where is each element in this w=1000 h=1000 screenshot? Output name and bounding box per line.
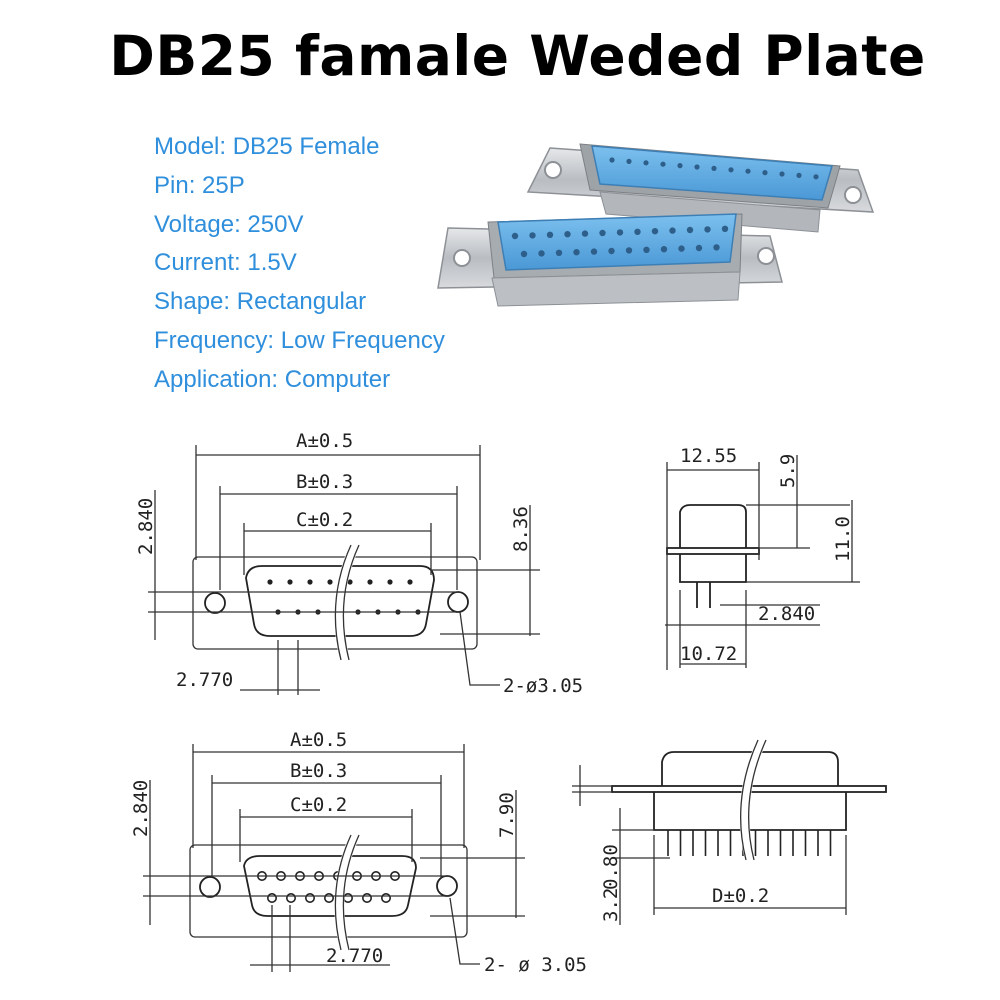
dim-width-label: 12.55	[680, 445, 737, 467]
dim-c-label-2: C±0.2	[290, 794, 347, 816]
dim-a-label-2: A±0.5	[290, 729, 347, 751]
dim-pin-label: 2.840	[758, 603, 815, 625]
pin-dot	[367, 579, 373, 585]
pin-hole	[634, 228, 641, 235]
pin-hole	[581, 230, 589, 237]
dim-depth-label-2: 7.90	[496, 792, 518, 838]
spec-list: Model: DB25 Female Pin: 25P Voltage: 250…	[154, 128, 445, 400]
dim-height-label-2: 2.840	[130, 780, 152, 837]
pin-dot	[407, 579, 413, 585]
pin-hole	[686, 226, 694, 234]
pin-hole	[626, 158, 632, 164]
pin-hole	[711, 165, 717, 171]
dim-pitch-label-2: 2.770	[326, 945, 383, 967]
pin-ring	[342, 892, 353, 903]
dim-thick-label: 0.80	[600, 844, 622, 890]
spec-current: Current: 1.5V	[154, 249, 297, 277]
side-view-drawing-1: 12.55 5.9 11.0 2.840 10.72	[665, 445, 860, 670]
pin-hole	[529, 232, 536, 239]
pin-ring	[380, 892, 391, 903]
pin-hole	[813, 174, 819, 180]
dim-a-label: A±0.5	[296, 430, 353, 452]
pin-dot	[387, 579, 393, 585]
front-view-drawing-2: A±0.5 B±0.3 C±0.2 2.840 7.90 2.770 2- ø …	[130, 729, 587, 976]
pin-hole	[704, 226, 711, 233]
side-view-drawing-2: 0.80 3.2 D±0.2	[572, 737, 887, 925]
dim-base-label: 10.72	[680, 643, 737, 665]
pin-dot	[287, 579, 293, 585]
dim-d-label: D±0.2	[712, 885, 769, 907]
dim-hole-label-2: 2- ø 3.05	[484, 954, 587, 976]
pin-hole	[599, 229, 606, 237]
pin-hole	[669, 227, 676, 234]
pin-hole	[660, 246, 668, 253]
pin-hole	[695, 244, 703, 252]
spec-model: Model: DB25 Female	[154, 133, 380, 160]
pin-hole	[625, 247, 633, 254]
dim-b-label-2: B±0.3	[290, 760, 347, 782]
pin-hole	[643, 160, 649, 166]
pin-hole	[721, 225, 729, 232]
pin-hole	[643, 246, 650, 253]
pin-hole	[609, 157, 615, 163]
pin-hole	[677, 163, 683, 169]
pin-ring	[304, 892, 315, 903]
pin-hole	[511, 232, 519, 240]
pin-hole	[762, 170, 768, 176]
connector-photo	[437, 143, 875, 307]
pin-hole	[745, 168, 751, 174]
pin-hole	[616, 229, 624, 236]
pin-dot	[307, 579, 313, 585]
pin-hole	[564, 231, 571, 238]
connector-back	[526, 143, 875, 233]
pin-hole	[678, 245, 685, 252]
page-title: DB25 famale Weded Plate	[109, 24, 926, 88]
pin-hole	[520, 250, 528, 258]
spec-pin: Pin: 25P	[154, 171, 245, 199]
pin-dot	[347, 579, 353, 585]
pin-ring	[266, 892, 277, 903]
spec-frequency: Frequency: Low Frequency	[154, 326, 445, 354]
pin-hole	[608, 247, 615, 255]
dim-c-label: C±0.2	[296, 509, 353, 531]
pin-hole	[660, 161, 666, 167]
dim-hole-label: 2-ø3.05	[503, 675, 583, 697]
pin-hole	[546, 231, 554, 238]
pin-hole	[573, 249, 580, 256]
pin-hole	[713, 244, 720, 251]
spec-application: Application: Computer	[154, 365, 391, 393]
dim-pin-label-2: 3.2	[600, 888, 622, 922]
dim-pitch-label: 2.770	[176, 669, 233, 691]
pin-hole	[694, 164, 700, 170]
dim-total-label: 11.0	[832, 516, 854, 562]
spec-voltage: Voltage: 250V	[154, 210, 304, 238]
connector-front	[437, 213, 783, 307]
pin-ring	[361, 892, 372, 903]
pin-hole	[651, 228, 659, 235]
pin-hole	[590, 248, 598, 255]
pin-hole	[555, 249, 563, 256]
pin-hole	[538, 250, 545, 257]
pin-holes	[511, 157, 819, 258]
pin-dot	[327, 579, 333, 585]
dim-top-label: 5.9	[777, 454, 799, 488]
pin-hole	[779, 171, 785, 177]
pin-ring	[323, 892, 334, 903]
pin-ring	[285, 892, 296, 903]
dim-height-label: 2.840	[135, 498, 157, 555]
dim-depth-label: 8.36	[510, 506, 532, 552]
pin-hole	[728, 167, 734, 173]
dim-b-label: B±0.3	[296, 471, 353, 493]
pin-hole	[796, 172, 802, 178]
spec-shape: Shape: Rectangular	[154, 288, 367, 316]
front-view-drawing-1: A±0.5 B±0.3 C±0.2 2.840 8.36 2.770 2-ø3.…	[135, 430, 583, 697]
pin-dot	[267, 579, 273, 585]
